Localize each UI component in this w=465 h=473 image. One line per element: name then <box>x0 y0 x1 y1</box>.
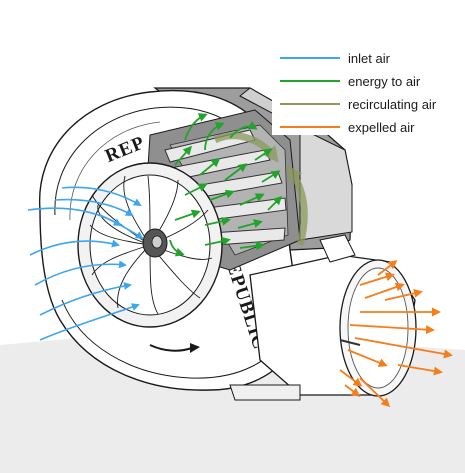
legend-background <box>272 40 462 135</box>
expelled-arrow <box>339 369 363 387</box>
inlet-arrow <box>34 260 127 286</box>
legend: inlet air energy to air recirculating air e… <box>272 40 462 135</box>
energy-arrow <box>239 193 265 206</box>
expelled-arrow <box>347 349 388 367</box>
inlet-air-arrows <box>27 186 144 341</box>
energy-arrow <box>204 216 231 226</box>
legend-label-energy-to-air: energy to air <box>348 74 421 89</box>
expelled-arrow <box>384 288 423 301</box>
expelled-arrow <box>359 272 395 286</box>
expelled-arrow <box>349 324 435 335</box>
energy-arrow <box>229 121 258 139</box>
expelled-arrow <box>364 282 405 299</box>
inlet-arrow <box>99 214 144 240</box>
inlet-arrow <box>39 282 132 316</box>
inlet-arrow <box>29 239 120 256</box>
legend-label-inlet-air: inlet air <box>348 51 391 66</box>
energy-arrow <box>239 241 265 251</box>
energy-arrow <box>261 170 281 183</box>
recirculating-arrow-right <box>286 165 308 246</box>
expelled-arrow <box>344 384 361 397</box>
expelled-arrow <box>359 377 391 408</box>
energy-arrow <box>184 183 208 196</box>
energy-arrow <box>224 163 248 181</box>
expelled-arrow <box>377 260 398 276</box>
energy-arrow <box>184 113 208 141</box>
inlet-arrow <box>54 198 134 216</box>
energy-arrow <box>254 148 273 161</box>
inlet-arrow <box>61 186 142 207</box>
energy-arrow <box>204 236 231 246</box>
energy-arrow <box>204 122 225 151</box>
inlet-arrow <box>39 303 140 341</box>
energy-arrow <box>199 158 221 176</box>
energy-arrow <box>267 195 283 211</box>
legend-label-recirculating-air: recirculating air <box>348 97 437 112</box>
expelled-arrow <box>397 364 443 376</box>
energy-arrow <box>169 239 185 257</box>
expelled-arrow <box>354 337 453 359</box>
energy-to-air-arrows <box>169 113 283 257</box>
rotation-arrow-icon <box>149 344 193 352</box>
legend-label-expelled-air: expelled air <box>348 120 415 135</box>
expelled-air-arrows <box>339 260 453 408</box>
energy-arrow <box>237 219 263 229</box>
energy-arrow <box>174 209 201 221</box>
energy-arrow <box>209 189 235 201</box>
energy-arrow <box>174 145 192 166</box>
